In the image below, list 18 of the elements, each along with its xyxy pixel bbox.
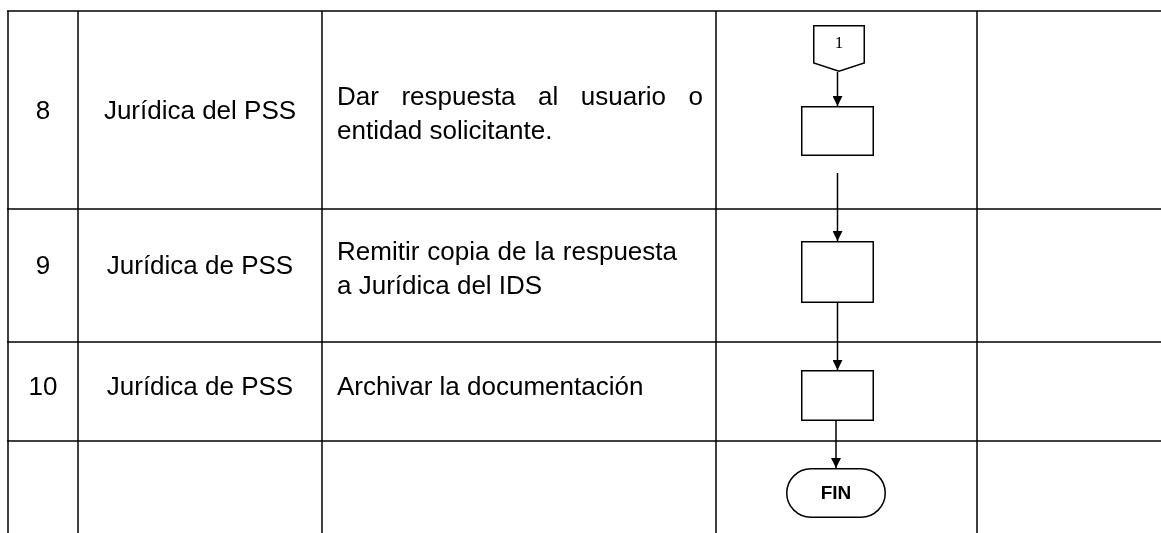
task-description: Archivar la documentación: [337, 370, 645, 403]
department-name: Jurídica de PSS: [105, 370, 295, 403]
terminator: FIN: [786, 468, 886, 518]
department-name: Jurídica de PSS: [105, 249, 295, 282]
process-box: [801, 370, 874, 421]
process-box: [801, 106, 874, 156]
arrow: [832, 172, 843, 242]
department-name: Jurídica del PSS: [102, 94, 298, 127]
off-page-connector: 1: [813, 25, 865, 72]
task-description: Remitir copia de la respuesta a Jurídica del IDS: [337, 235, 677, 302]
arrow: [831, 420, 841, 469]
task-description: Dar respuesta al usuario o entidad solicitante.: [337, 80, 703, 147]
arrow: [832, 71, 843, 107]
arrow: [832, 302, 843, 371]
row-number: 10: [27, 370, 59, 403]
row-number: 9: [34, 249, 52, 282]
process-box: [801, 241, 874, 303]
row-number: 8: [34, 94, 52, 127]
